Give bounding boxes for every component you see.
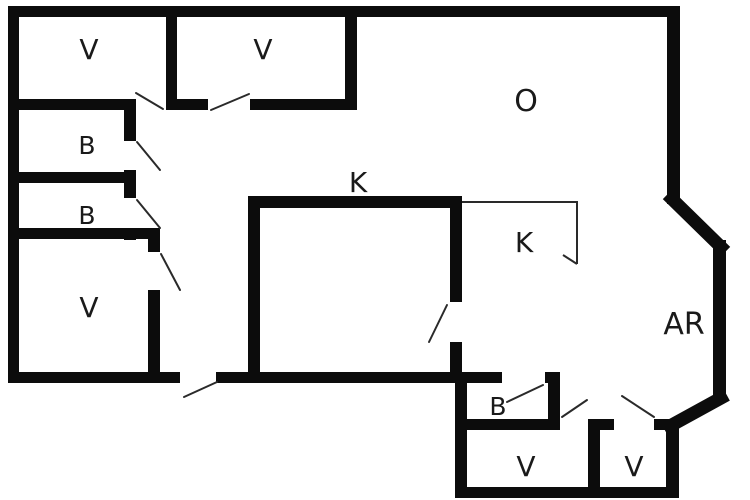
door-swing	[160, 253, 181, 291]
kitchen-boundary	[462, 201, 578, 265]
kitchen-boundary-tick	[562, 254, 578, 265]
room-label-v-left-bottom: V	[79, 291, 98, 324]
room-label-b-lower: B	[78, 201, 95, 230]
room-label-k-kitchen: K	[515, 226, 534, 259]
kitchen-boundary-line	[462, 201, 578, 264]
door-swing	[428, 304, 448, 343]
door-swing	[210, 93, 250, 111]
room-label-ar: AR	[663, 307, 704, 342]
exterior-walls	[8, 6, 731, 498]
door-swing	[135, 92, 164, 110]
door-swing	[561, 399, 588, 418]
chamfer-wall-top-right	[662, 189, 731, 257]
door-swing	[136, 199, 161, 229]
room-label-b-bottom: B	[489, 392, 506, 421]
chamfer-wall-bottom-right	[661, 389, 730, 435]
room-label-o: O	[514, 84, 538, 119]
room-label-k-hall: K	[349, 166, 368, 199]
room-label-v-top-left: V	[79, 33, 98, 66]
room-labels: V V O B K B K V AR B V V	[78, 33, 704, 483]
door-swing	[136, 141, 161, 171]
interior-walls	[8, 6, 678, 498]
door-swing	[183, 381, 218, 398]
door-swing	[621, 395, 655, 418]
door-swings	[135, 92, 655, 418]
interior-wall-segments	[8, 6, 678, 498]
room-label-v-top-middle: V	[253, 33, 272, 66]
room-label-v-bottom-middle: V	[516, 450, 535, 483]
door-swing	[506, 384, 544, 403]
room-label-v-bottom-right: V	[624, 450, 643, 483]
room-label-b-upper: B	[78, 131, 95, 160]
